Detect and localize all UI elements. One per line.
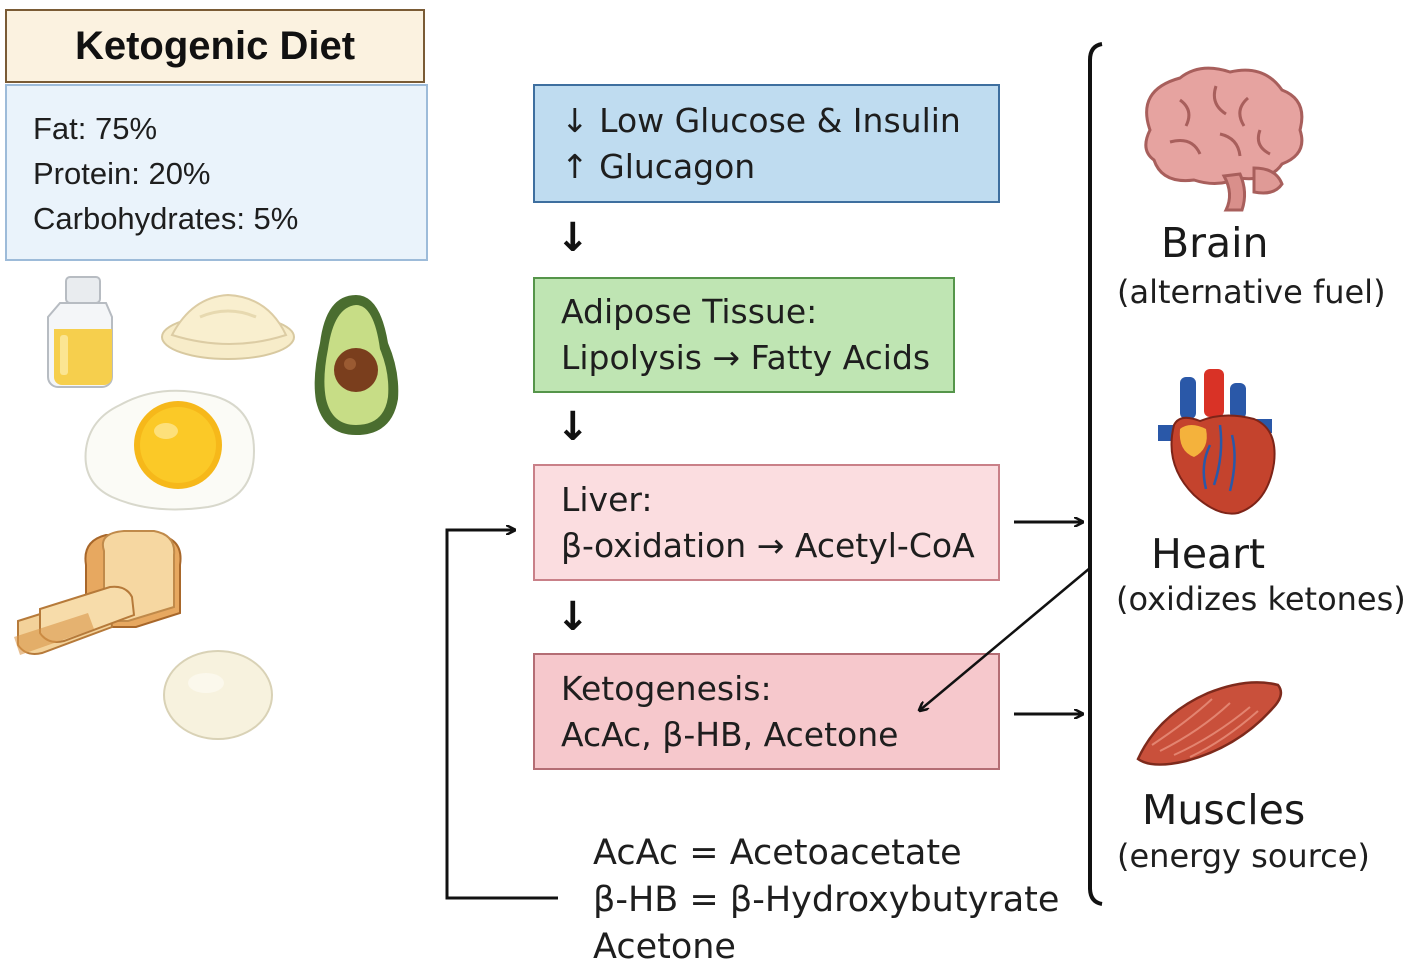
egg-icon	[84, 389, 256, 511]
down-arrow-3: ↓	[556, 594, 590, 640]
macro-fat: Fat: 75%	[33, 111, 158, 146]
macro-protein: Protein: 20%	[33, 156, 211, 191]
ketogenesis-title: Ketogenesis:	[561, 668, 772, 708]
macro-carbohydrates: Carbohydrates: 5%	[33, 201, 299, 236]
organs-to-ketogenesis-arrow	[920, 567, 1091, 710]
heart-icon	[1158, 369, 1276, 515]
avocado-icon	[314, 295, 399, 435]
bread-icon	[14, 530, 182, 655]
down-arrow-2: ↓	[556, 404, 590, 450]
down-arrow-1: ↓	[556, 215, 590, 261]
abbreviation-legend: AcAc = Acetoacetate β-HB = β-Hydroxybuty…	[593, 830, 1059, 971]
adipose-tissue-box: Adipose Tissue: Lipolysis → Fatty Acids	[533, 277, 955, 393]
legend-bhb: β-HB = β-Hydroxybutyrate	[593, 880, 1060, 920]
glucose-insulin-box: ↓ Low Glucose & Insulin ↑ Glucagon	[533, 84, 1000, 203]
heart-label: Heart	[1151, 530, 1266, 578]
adipose-title: Adipose Tissue:	[561, 292, 818, 331]
liver-box: Liver: β-oxidation → Acetyl-CoA	[533, 464, 1000, 581]
legend-acetone: Acetone	[593, 927, 736, 967]
cream-icon	[161, 293, 295, 360]
ketone-bodies-line: AcAc, β-HB, Acetone	[561, 714, 899, 754]
muscles-desc: (energy source)	[1117, 837, 1370, 875]
liver-title: Liver:	[561, 479, 653, 519]
cheese-icon	[163, 650, 273, 740]
legend-acac: AcAc = Acetoacetate	[593, 833, 962, 873]
beta-oxidation-line: β-oxidation → Acetyl-CoA	[561, 525, 975, 565]
macros-panel: Fat: 75% Protein: 20% Carbohydrates: 5%	[5, 84, 428, 261]
diet-title: Ketogenic Diet	[5, 9, 425, 83]
muscles-label: Muscles	[1142, 786, 1306, 834]
brain-icon	[1144, 66, 1304, 212]
lipolysis-line: Lipolysis → Fatty Acids	[561, 338, 931, 377]
oil-bottle-icon	[47, 276, 113, 388]
organ-bracket	[1088, 42, 1103, 906]
glucagon-line: ↑ Glucagon	[561, 146, 756, 186]
food-illustrations	[14, 276, 399, 740]
feedback-arrow	[445, 530, 558, 900]
muscle-icon	[1136, 681, 1283, 766]
brain-label: Brain	[1161, 219, 1269, 267]
heart-desc: (oxidizes ketones)	[1116, 580, 1406, 618]
glucose-line: ↓ Low Glucose & Insulin	[561, 100, 961, 140]
brain-desc: (alternative fuel)	[1117, 273, 1386, 311]
